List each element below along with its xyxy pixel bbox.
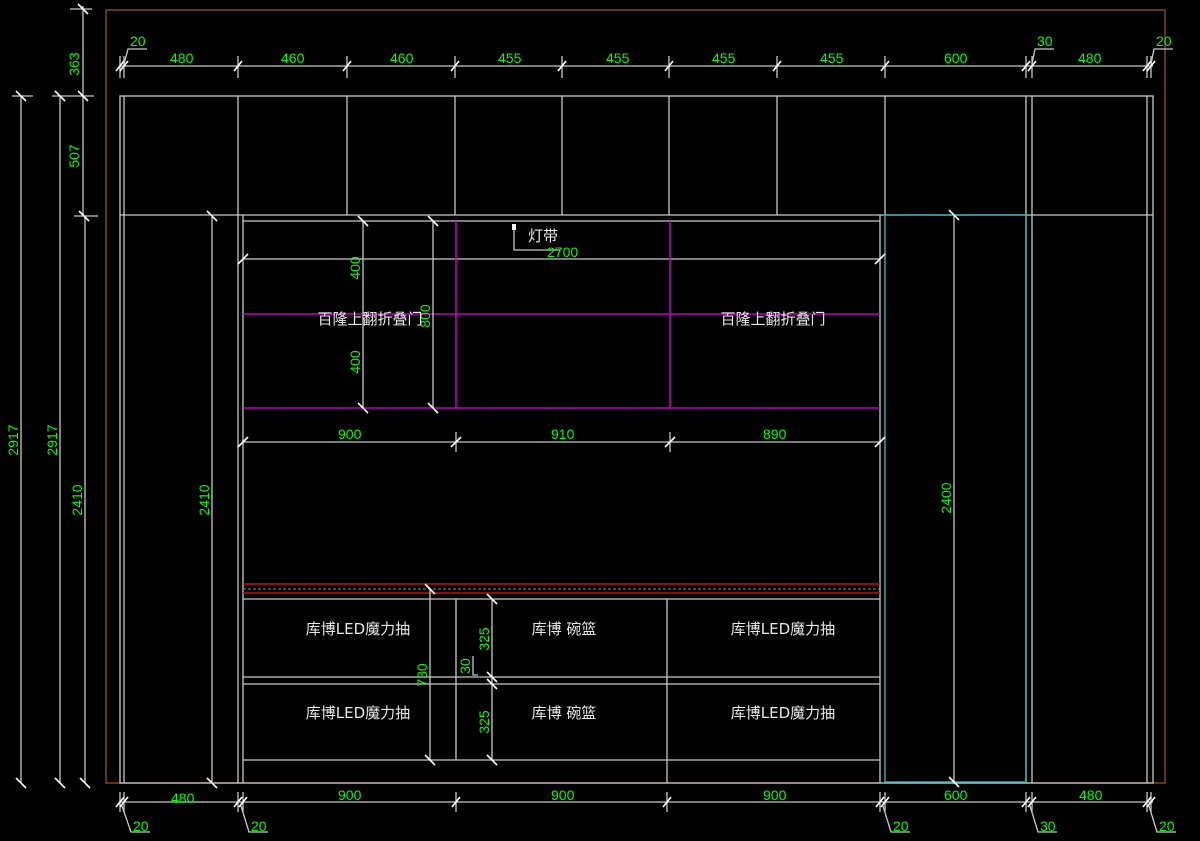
- top-dim-7: 455: [820, 50, 844, 66]
- counter-light-strip: [243, 583, 880, 594]
- top-dim-2: 460: [281, 50, 305, 66]
- left-dim-2917-a: 2917: [5, 424, 21, 455]
- bottom-dimension-chain: [115, 792, 1176, 833]
- light-strip-leader: [513, 225, 560, 251]
- left-dim-2410-outer: 2410: [69, 484, 85, 515]
- top-dim-6: 455: [712, 50, 736, 66]
- top-dim-1: 480: [170, 50, 194, 66]
- left-dimension-lines: [12, 3, 218, 789]
- upper-width-dims: [237, 253, 886, 452]
- folding-door-label-left: 百隆上翻折叠门: [317, 310, 422, 328]
- bottom-dim-600: 600: [944, 787, 968, 803]
- drawer-label-bottom-right: 库博LED魔力抽: [731, 704, 835, 722]
- drawer-height-top: 325: [476, 627, 492, 651]
- top-dim-0: 20: [130, 33, 146, 49]
- folding-door-lines: [243, 221, 880, 409]
- bottom-small-dim-2: 20: [893, 818, 909, 834]
- top-dim-3: 460: [390, 50, 414, 66]
- drawing-frame: [105, 9, 1166, 784]
- top-dim-8: 600: [944, 50, 968, 66]
- drawer-divider: 30: [457, 658, 473, 674]
- bottom-dim-480-right: 480: [1079, 787, 1103, 803]
- bottom-dim-900-b: 900: [551, 787, 575, 803]
- bottom-dim-900-a: 900: [338, 787, 362, 803]
- bottom-small-dim-4: 20: [1159, 818, 1175, 834]
- left-dim-507: 507: [66, 144, 82, 168]
- drawer-height-bottom: 325: [476, 710, 492, 734]
- bottom-small-dim-1: 20: [251, 818, 267, 834]
- left-dim-2410-inner: 2410: [196, 484, 212, 515]
- top-dimension-chain: [115, 48, 1173, 78]
- light-strip-width: 2700: [547, 244, 578, 260]
- top-dim-11: 20: [1156, 33, 1172, 49]
- drawer-grid: [243, 583, 880, 783]
- left-dim-363: 363: [66, 52, 82, 76]
- drawer-label-bottom-left: 库博LED魔力抽: [306, 704, 410, 722]
- top-dim-9: 30: [1037, 33, 1053, 49]
- drawer-label-top-right: 库博LED魔力抽: [731, 620, 835, 638]
- cabinet-body: [119, 95, 1154, 784]
- upper-width-2: 890: [763, 426, 787, 442]
- bottom-small-dim-3: 30: [1040, 818, 1056, 834]
- top-dim-5: 455: [606, 50, 630, 66]
- top-dim-10: 480: [1078, 50, 1102, 66]
- door-total-height: 800: [417, 304, 433, 328]
- door-panel-height-top: 400: [347, 256, 363, 280]
- top-dim-4: 455: [498, 50, 522, 66]
- left-dim-2917-b: 2917: [44, 424, 60, 455]
- door-panel-height-bottom: 400: [347, 350, 363, 374]
- tall-cabinet-door: [884, 214, 1027, 783]
- light-strip-label: 灯带: [528, 227, 558, 245]
- drawer-label-top-middle: 库博 碗篮: [532, 620, 597, 638]
- folding-door-label-right: 百隆上翻折叠门: [720, 310, 825, 328]
- drawer-label-bottom-middle: 库博 碗篮: [532, 704, 597, 722]
- drawer-total-height: 730: [414, 663, 430, 687]
- door-height-dims: [357, 215, 439, 414]
- bottom-small-dim-0: 20: [133, 818, 149, 834]
- bottom-dim-480-left: 480: [171, 790, 195, 806]
- bottom-dim-900-c: 900: [763, 787, 787, 803]
- drawer-label-top-left: 库博LED魔力抽: [306, 620, 410, 638]
- upper-width-0: 900: [338, 426, 362, 442]
- tall-cabinet-height: 2400: [938, 482, 954, 513]
- upper-width-1: 910: [551, 426, 575, 442]
